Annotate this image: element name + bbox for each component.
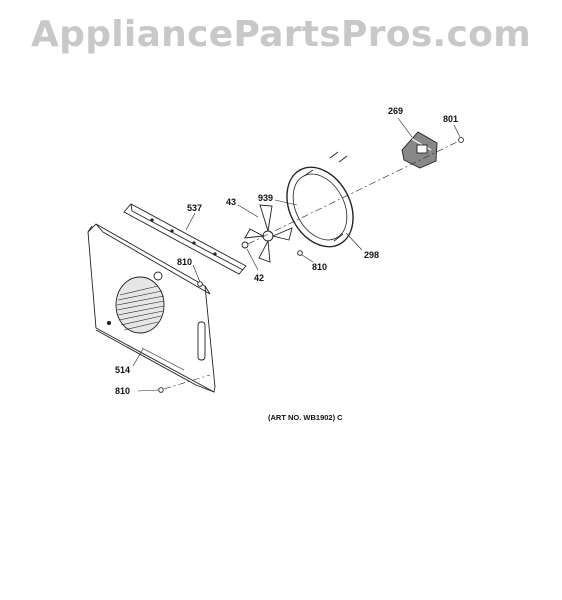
art-number: (ART NO. WB1902) C [268,413,343,422]
callout-939: 939 [258,193,273,203]
bracket-strip [123,203,247,275]
watermark: AppliancePartsPros.com [30,14,532,55]
rear-cover-panel [87,223,216,393]
screw-801 [458,137,464,143]
callout-42: 42 [254,273,264,283]
callout-801: 801 [443,114,458,124]
callout-514: 514 [115,365,130,375]
screw-810-upper [197,281,203,287]
callout-810-lower: 810 [115,386,130,396]
leader-lines [132,117,461,392]
callout-269: 269 [388,106,403,116]
callout-810-upper: 810 [177,257,192,267]
callout-298: 298 [364,250,379,260]
callout-810-right: 810 [312,262,327,272]
callout-43: 43 [226,197,236,207]
fan-blade [244,204,293,263]
screw-810-right [297,250,303,256]
heating-element-ring [286,151,354,248]
motor-assembly [401,131,438,169]
callout-537: 537 [187,203,202,213]
assembly-axis [163,140,460,390]
screw-810-lower [158,387,164,393]
nut [241,241,249,249]
